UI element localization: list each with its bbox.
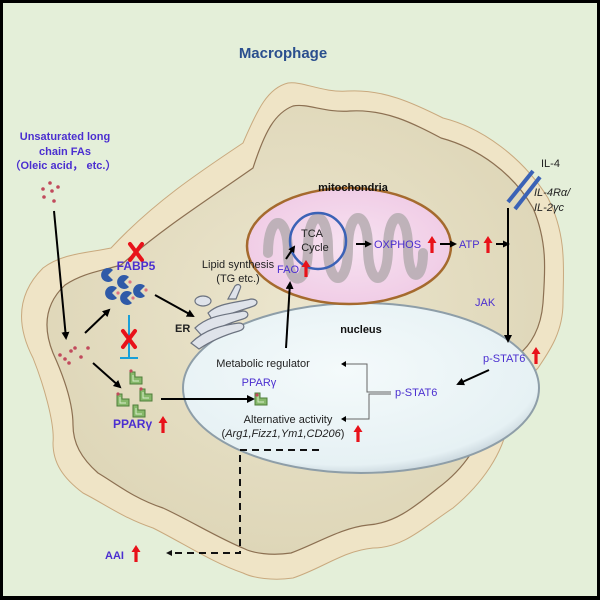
- receptor-label-line2: IL-2γc: [534, 202, 564, 214]
- ppar-cytoplasm-label: PPARγ: [113, 417, 152, 431]
- lipid-synthesis-sublabel: (TG etc.): [216, 273, 259, 285]
- tca-label-line1: TCA: [301, 228, 324, 240]
- fao-label: FAO: [277, 264, 299, 276]
- genes-label: (Arg1,Fizz1,Ym1,CD206): [222, 428, 345, 440]
- ppar-proteins: [116, 369, 153, 418]
- arrowhead-to-alt-activity: [341, 416, 346, 422]
- nucleus-label: nucleus: [340, 324, 382, 336]
- fabp5-label: FABP5: [117, 259, 156, 273]
- receptor-chain-2: [513, 175, 542, 211]
- mitochondria-cristae: [263, 213, 428, 284]
- er-organelle: [190, 283, 258, 350]
- oxphos-label: OXPHOS: [374, 239, 421, 251]
- up-arrow-icon-aai: [131, 545, 141, 562]
- mitochondria-label: mitochondria: [318, 182, 389, 194]
- tca-cycle-circle: [288, 211, 348, 271]
- fatty-acid-dots-outside: [41, 181, 60, 203]
- arrow-regulator-to-fao: [285, 281, 294, 349]
- atp-label: ATP: [459, 239, 480, 251]
- jak-label: JAK: [475, 297, 496, 309]
- red-x-icon-fabp5: [128, 242, 144, 262]
- arrow-fa-entry: [53, 210, 70, 340]
- input-label-line2: chain FAs: [39, 146, 91, 158]
- pstat6-branch-connector: [346, 363, 391, 420]
- lipid-synthesis-label: Lipid synthesis: [202, 259, 275, 271]
- arrow-to-fabp5: [84, 308, 111, 334]
- arrow-to-ppar: [92, 362, 122, 389]
- input-label-line1: Unsaturated long: [20, 131, 110, 143]
- ppar-ligand-dot: [255, 393, 259, 397]
- arrow-fabp5-to-er: [154, 294, 195, 317]
- arrow-fao-to-tca: [285, 245, 296, 260]
- metabolic-regulator-label: Metabolic regulator: [216, 358, 310, 370]
- macrophage-diagram: Macrophage Unsaturated long chain FAs （O…: [10, 45, 571, 580]
- fabp5-proteins: [101, 268, 148, 305]
- arrow-pstat6-into-nucleus: [456, 369, 490, 386]
- input-label-line3: （Oleic acid， etc.）: [10, 159, 117, 172]
- arrowhead-to-regulator: [341, 361, 346, 367]
- diagram-canvas: Macrophage Unsaturated long chain FAs （O…: [3, 3, 597, 596]
- receptor-label-line1: IL-4Rα/: [534, 187, 571, 199]
- pstat6-nucleus-label: p-STAT6: [395, 387, 437, 399]
- dashed-output-path: [169, 449, 319, 554]
- er-label: ER: [175, 323, 190, 335]
- title-macrophage: Macrophage: [239, 45, 327, 62]
- il4-label: IL-4: [541, 158, 560, 170]
- red-x-icon-inhibition: [121, 329, 137, 349]
- dashed-arrowhead: [166, 550, 172, 556]
- fatty-acid-dots-inside: [58, 346, 90, 365]
- pstat6-cytoplasm-label: p-STAT6: [483, 353, 525, 365]
- ppar-nucleus-label: PPARγ: [242, 377, 277, 389]
- receptor-chain-1: [506, 169, 535, 204]
- aai-label: AAI: [105, 550, 124, 562]
- tca-label-line2: Cycle: [301, 242, 329, 254]
- alt-activity-label: Alternative activity: [244, 414, 333, 426]
